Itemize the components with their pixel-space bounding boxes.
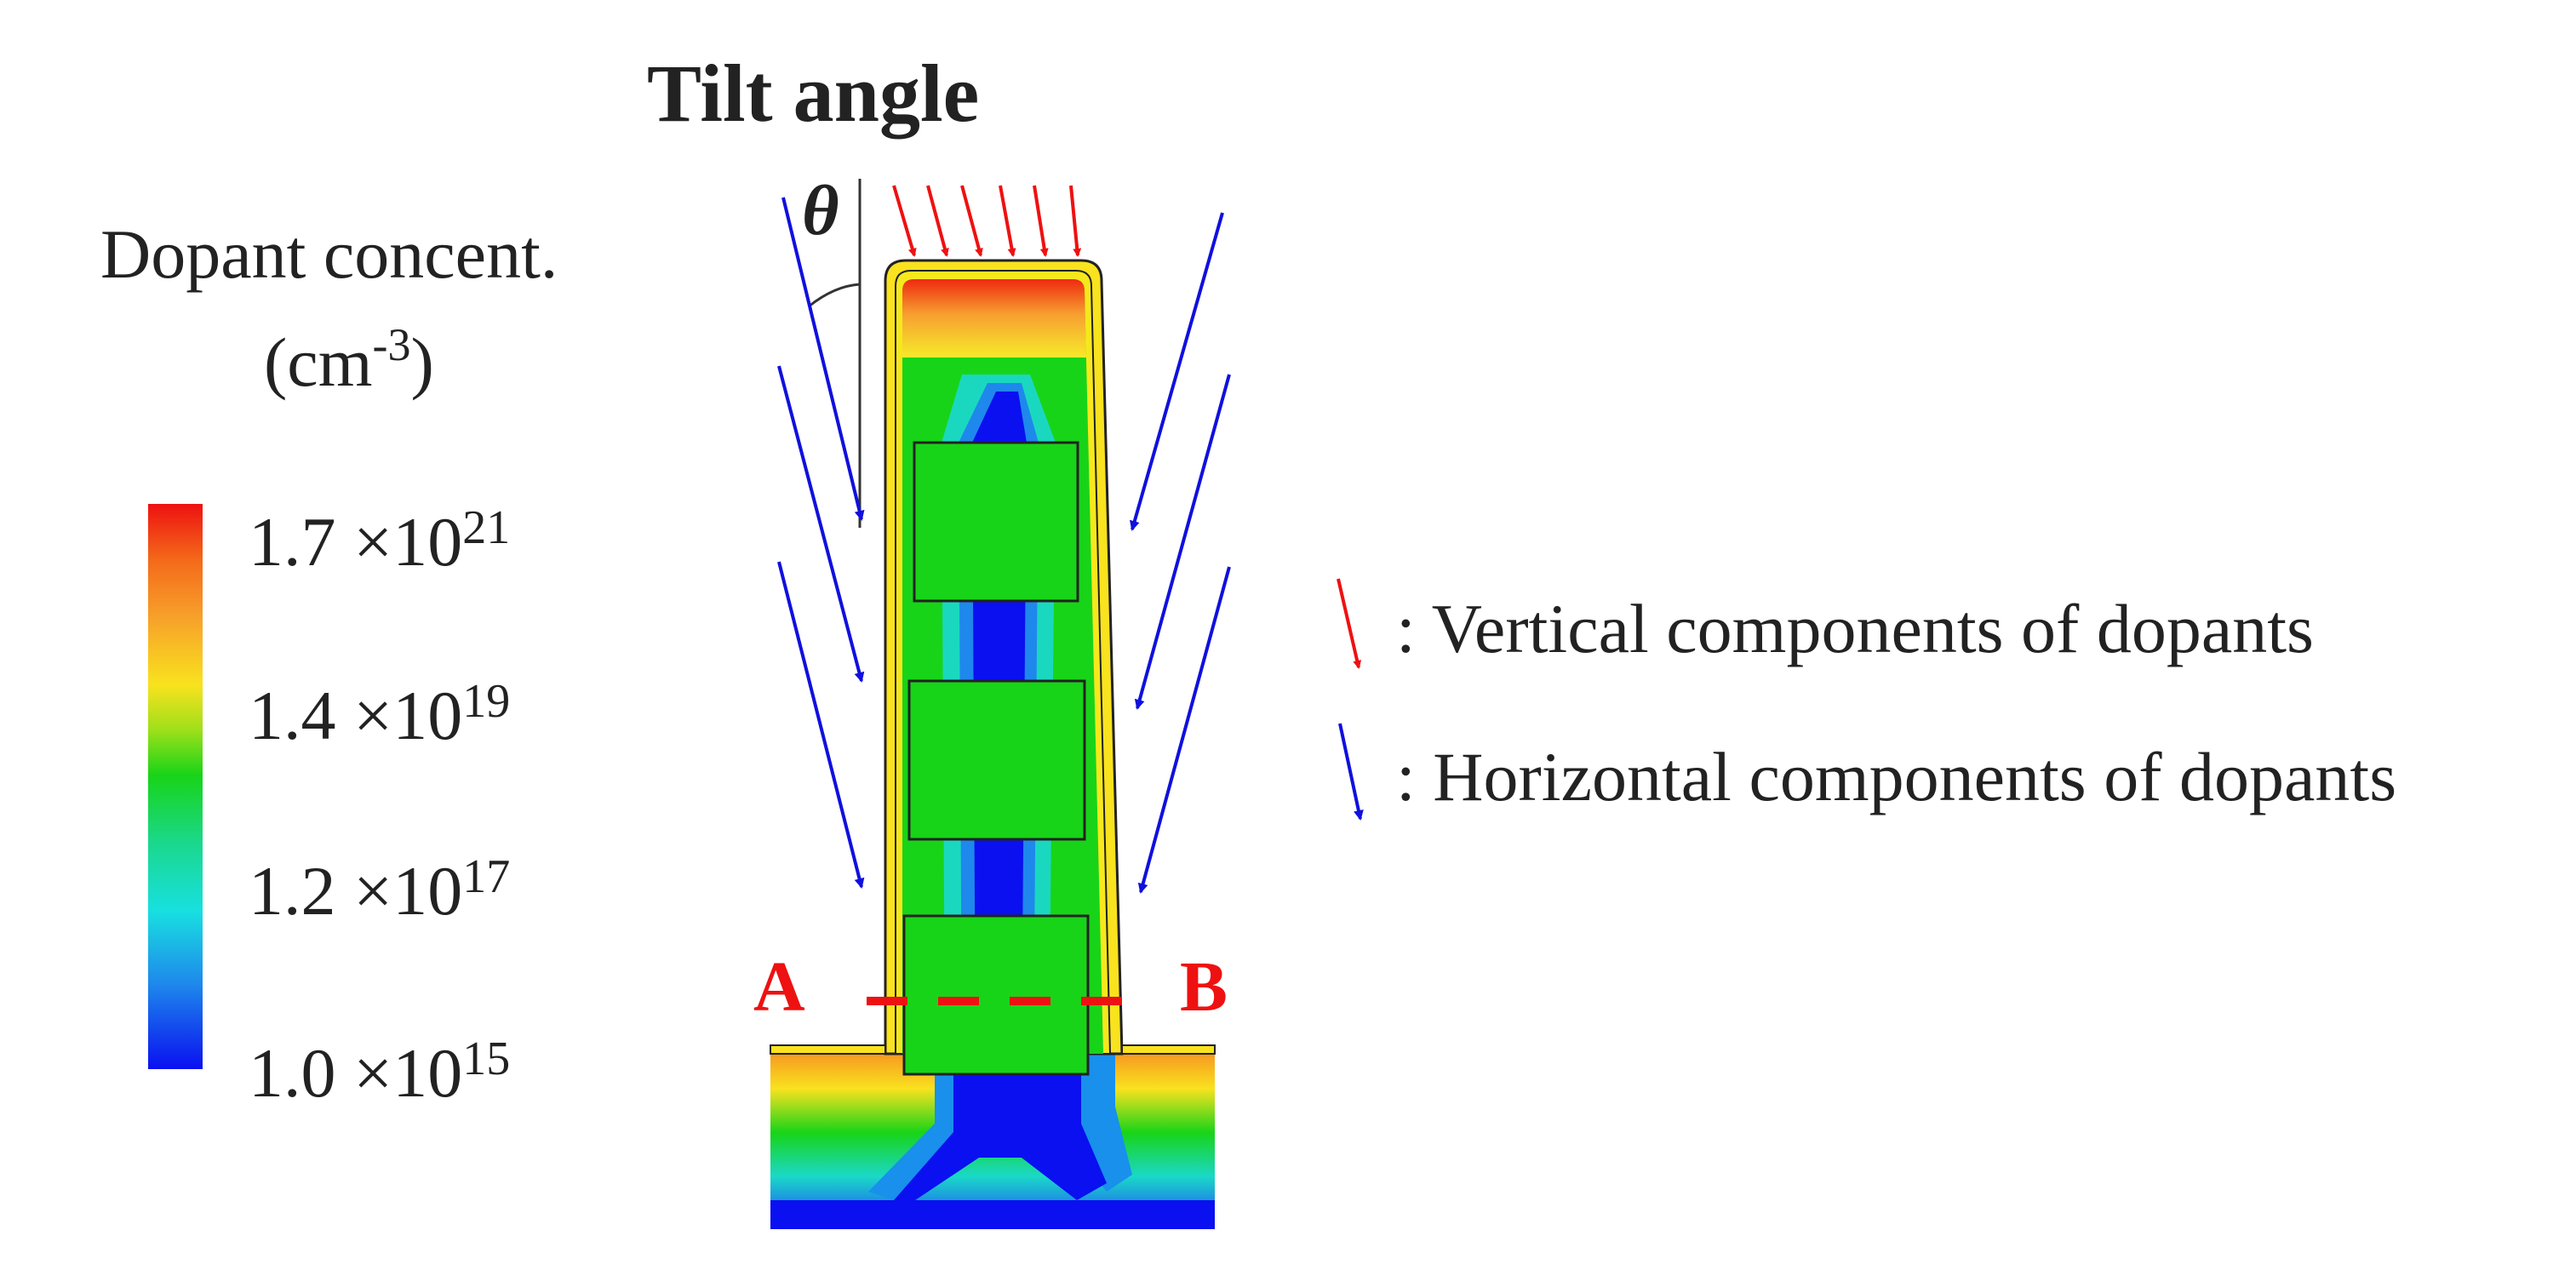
horizontal-dopant-arrows-right: [1129, 212, 1231, 894]
diagram-title: Tilt angle: [647, 48, 980, 139]
colorbar-tick-label: 1.0 ×1015: [249, 1033, 511, 1112]
substrate-base: [770, 1049, 1215, 1229]
tilt-angle-theta-label: θ: [802, 171, 839, 250]
colorbar-tick-label: 1.7 ×1021: [249, 501, 511, 581]
colorbar-unit-base: (cm: [264, 323, 373, 401]
vertical-dopant-arrows: [892, 185, 1082, 257]
legend-horizontal-label: : Horizontal components of dopants: [1396, 738, 2397, 815]
cut-line-label-b: B: [1180, 947, 1228, 1027]
colorbar-unit: (cm-3): [264, 322, 434, 398]
fin-structure: [770, 259, 1216, 1076]
horizontal-dopant-arrows-left: [777, 197, 865, 889]
colorbar-unit-exponent: -3: [372, 319, 411, 370]
colorbar-unit-close: ): [410, 323, 434, 401]
tilt-angle-marker: [808, 179, 862, 528]
colorbar: [148, 504, 203, 1069]
colorbar-tick-label: 1.4 ×1019: [249, 675, 511, 754]
colorbar-title: Dopant concent.: [100, 215, 558, 293]
legend-vertical-label: : Vertical components of dopants: [1396, 590, 2314, 667]
colorbar-tick-label: 1.2 ×1017: [249, 850, 511, 930]
legend-vertical-arrow: [1337, 578, 1362, 669]
legend-horizontal-arrow: [1338, 723, 1364, 821]
cut-line-label-a: A: [753, 947, 805, 1027]
